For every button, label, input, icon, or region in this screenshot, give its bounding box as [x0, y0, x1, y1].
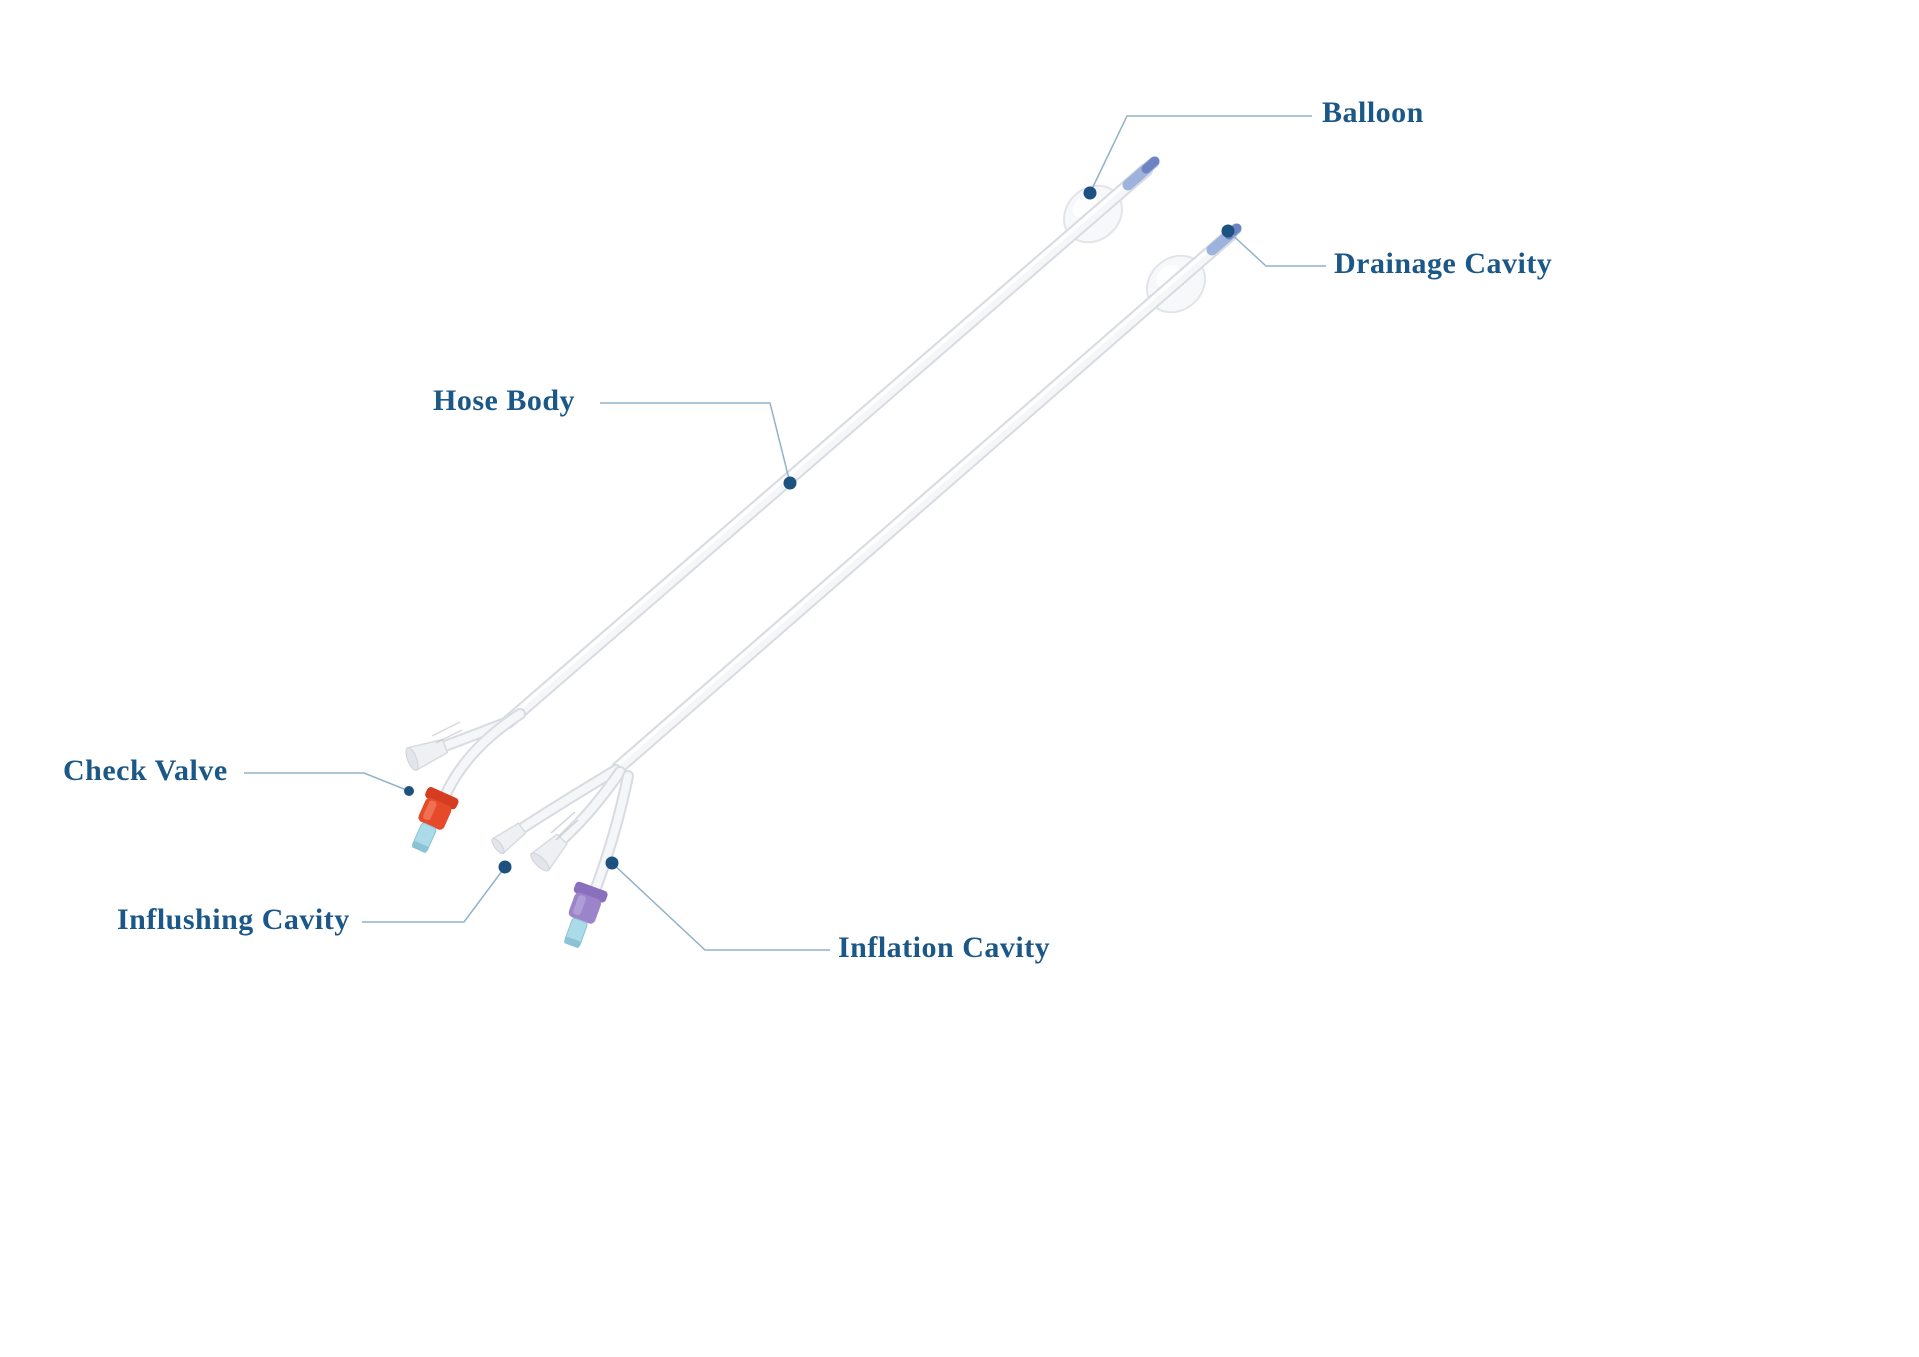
- drainage-funnel-arm-2: [530, 766, 626, 872]
- label-drainage-cavity: Drainage Cavity: [1334, 247, 1553, 280]
- leader-line-hose-body: [600, 402, 791, 484]
- catheter-tip-1: [1122, 156, 1160, 191]
- anchor-dot-hose-body: [783, 476, 797, 490]
- anchor-dots: [404, 186, 1235, 874]
- print-marking-1: [431, 721, 463, 744]
- anchor-dot-influshing-cavity: [498, 860, 512, 874]
- anchor-dot-check-valve: [404, 786, 414, 796]
- label-influshing-cavity: Influshing Cavity: [117, 903, 350, 936]
- check-valve-red: [411, 787, 459, 853]
- leader-line-influshing-cavity: [362, 866, 506, 923]
- label-hose-body: Hose Body: [433, 384, 576, 417]
- label-inflation-cavity: Inflation Cavity: [838, 931, 1051, 964]
- leader-line-balloon: [1089, 115, 1312, 194]
- print-marking-2: [550, 811, 579, 841]
- anchor-dot-inflation-cavity: [605, 856, 619, 870]
- leader-line-inflation-cavity: [611, 862, 830, 951]
- influshing-cavity-arm: [491, 764, 622, 854]
- inflation-valve-purple: [564, 881, 608, 948]
- leader-line-drainage-cavity: [1227, 230, 1326, 267]
- hose-body-tube-1: [501, 163, 1153, 729]
- check-valve-arm: [441, 708, 526, 798]
- anchor-dot-drainage-cavity: [1221, 224, 1235, 238]
- hose-body-tube-2: [611, 228, 1237, 775]
- leader-lines: [244, 115, 1326, 951]
- catheter-2: [491, 223, 1242, 948]
- anchor-dot-balloon: [1083, 186, 1097, 200]
- inflation-cavity-arm: [590, 770, 634, 894]
- catheter-1: [405, 156, 1160, 853]
- leader-line-check-valve: [244, 772, 410, 792]
- label-check-valve: Check Valve: [63, 754, 228, 787]
- label-balloon: Balloon: [1322, 96, 1424, 129]
